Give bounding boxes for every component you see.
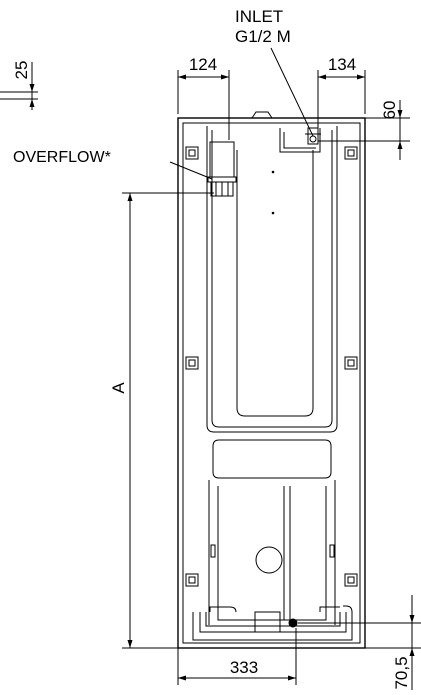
dimension-label-124: 124 [189,55,217,74]
outlet-connector [288,618,298,628]
overflow-label: OVERFLOW* [13,149,111,166]
dimension-333: 333 [177,628,297,685]
drain-opening [255,546,283,574]
dimension-label-134: 134 [328,55,356,74]
dimension-label-70-5: 70,5 [392,656,411,689]
dimension-124: 124 [177,55,230,140]
dimension-label-25: 25 [12,61,31,80]
dimension-label-A: A [109,382,128,394]
dimension-60: 60 [318,100,410,160]
inlet-label-line1: INLET [235,7,283,26]
overflow-callout: OVERFLOW* [13,149,213,180]
overflow-fitting [207,141,237,197]
dimension-A: A [109,192,214,649]
inlet-callout: INLET G1/2 M [235,7,314,137]
dimension-label-60: 60 [380,101,399,120]
dimension-134: 134 [317,55,366,128]
dimension-label-333: 333 [230,658,258,677]
mounting-brackets [185,146,358,587]
dimension-70-5: 70,5 [298,595,421,690]
dimension-25: 25 [0,61,38,110]
inlet-label-line2: G1/2 M [235,27,291,46]
tank-body [177,111,366,649]
